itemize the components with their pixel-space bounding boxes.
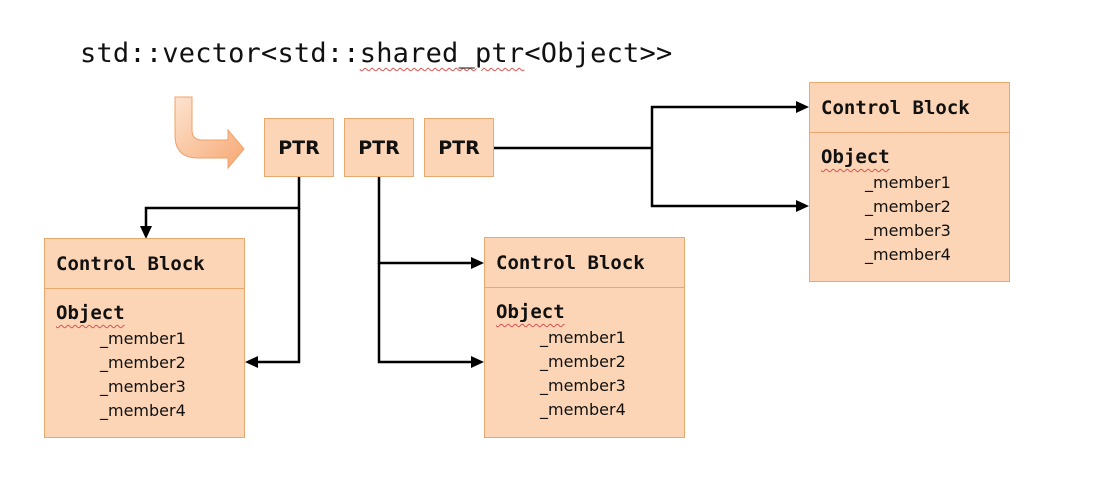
member-item: _member4 [100, 401, 186, 420]
member-item: _member4 [540, 400, 626, 419]
object-block-middle: Control Block Object _member1 _member2 _… [484, 237, 685, 438]
member-item: _member4 [865, 245, 951, 264]
arrowhead-right-icon [471, 257, 484, 269]
object-block-left: Control Block Object _member1 _member2 _… [44, 238, 245, 438]
member-item: _member1 [100, 329, 186, 348]
control-block-label: Control Block [45, 239, 244, 289]
member-item: _member2 [540, 352, 626, 371]
member-item: _member1 [865, 173, 951, 192]
member-list: _member1 _member2 _member3 _member4 [810, 171, 1009, 267]
ptr1-to-control-block-line [144, 177, 301, 229]
member-item: _member3 [100, 377, 186, 396]
arrowhead-right-icon [796, 101, 809, 113]
bent-arrow-icon [174, 96, 245, 170]
title-prefix: std::vector<std:: [80, 38, 360, 69]
object-label: Object [56, 302, 125, 324]
ptr3-to-control-block-line [650, 105, 798, 148]
object-label: Object [496, 301, 565, 323]
ptr-box-1: PTR [264, 118, 334, 177]
member-list: _member1 _member2 _member3 _member4 [485, 326, 684, 422]
member-item: _member2 [865, 197, 951, 216]
member-item: _member3 [540, 376, 626, 395]
arrowhead-left-icon [245, 356, 258, 368]
ptr3-to-object-line [650, 148, 798, 208]
ptr2-to-control-block-line [377, 177, 473, 265]
title-shared-ptr: shared_ptr [359, 38, 525, 69]
ptr1-to-object-line [256, 208, 301, 364]
ptr-box-3: PTR [424, 118, 494, 177]
member-item: _member2 [100, 353, 186, 372]
member-item: _member3 [865, 221, 951, 240]
control-block-label: Control Block [485, 238, 684, 288]
arrowhead-down-icon [140, 226, 152, 239]
title-suffix: <Object>> [524, 38, 673, 69]
control-block-label: Control Block [810, 83, 1009, 133]
ptr-box-2: PTR [344, 118, 414, 177]
member-item: _member1 [540, 328, 626, 347]
ptr2-to-object-line [377, 263, 473, 364]
object-label: Object [821, 146, 890, 168]
member-list: _member1 _member2 _member3 _member4 [45, 327, 244, 423]
arrowhead-right-icon [471, 356, 484, 368]
arrowhead-right-icon [796, 200, 809, 212]
type-declaration: std::vector<std::shared_ptr<Object>> [80, 38, 672, 69]
object-block-right: Control Block Object _member1 _member2 _… [809, 82, 1010, 282]
